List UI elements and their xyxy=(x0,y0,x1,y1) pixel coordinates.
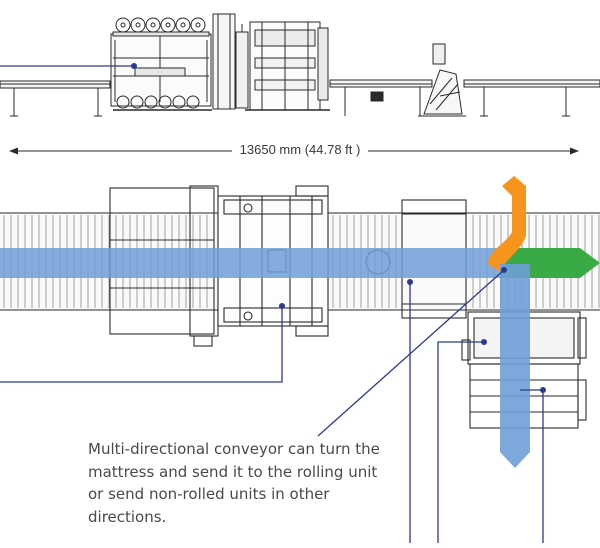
side-right-conveyor xyxy=(463,79,600,117)
side-infeed-conveyor xyxy=(0,80,111,117)
overall-length-label: 13650 mm (44.78 ft ) xyxy=(0,142,600,157)
overall-length-text: 13650 mm (44.78 ft ) xyxy=(231,142,369,157)
side-elevation xyxy=(0,13,600,117)
side-tilting-unit xyxy=(418,43,466,117)
main-flow-band xyxy=(0,248,500,278)
leader-dots xyxy=(279,267,546,393)
side-vertical-press xyxy=(212,13,249,110)
top-leader-line xyxy=(0,63,137,69)
blue-down-arrow xyxy=(500,264,530,468)
plan-leader-lines xyxy=(0,269,544,543)
orange-exit-arrow xyxy=(488,176,526,272)
callout-text: Multi-directional conveyor can turn the … xyxy=(88,440,380,526)
side-outfeed-table xyxy=(329,79,433,116)
flow-arrows xyxy=(0,176,600,468)
top-roller-row xyxy=(115,17,206,33)
side-main-machine xyxy=(110,17,212,111)
bottom-roller-row xyxy=(116,95,200,109)
side-wrapping-frame xyxy=(245,21,330,111)
